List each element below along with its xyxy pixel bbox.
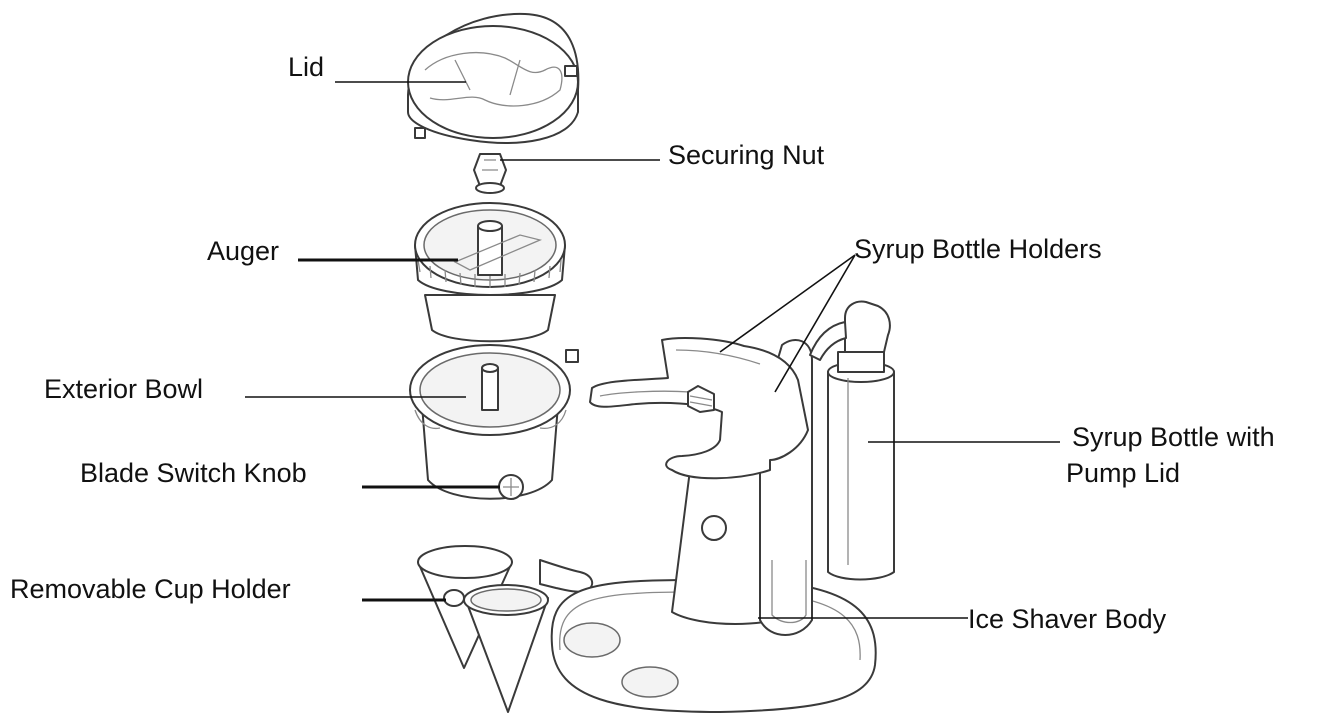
label-auger: Auger: [207, 236, 280, 266]
label-syrup-bottle-holders: Syrup Bottle Holders: [854, 234, 1102, 264]
leader-syrup-holders-2: [774, 254, 856, 393]
label-syrup-bottle-line1: Syrup Bottle with: [1072, 422, 1275, 452]
label-blade-switch-knob: Blade Switch Knob: [80, 458, 307, 488]
syrup-bottle-part: [809, 300, 895, 581]
label-securing-nut: Securing Nut: [668, 140, 825, 170]
leader-lines: [245, 81, 1060, 619]
label-lid: Lid: [288, 52, 325, 82]
leader-syrup-holders-1: [719, 254, 856, 353]
label-exterior-bowl: Exterior Bowl: [44, 374, 204, 404]
label-syrup-bottle-line2: Pump Lid: [1066, 458, 1181, 488]
lid-part: [407, 12, 580, 144]
cup-holder-part: [417, 545, 594, 713]
exterior-bowl-part: [409, 344, 579, 500]
ice-shaver-body-part: [550, 337, 877, 713]
auger-part: [414, 202, 566, 343]
label-removable-cup-holder: Removable Cup Holder: [10, 574, 291, 604]
label-ice-shaver-body: Ice Shaver Body: [968, 604, 1167, 634]
securing-nut-part: [473, 153, 507, 194]
